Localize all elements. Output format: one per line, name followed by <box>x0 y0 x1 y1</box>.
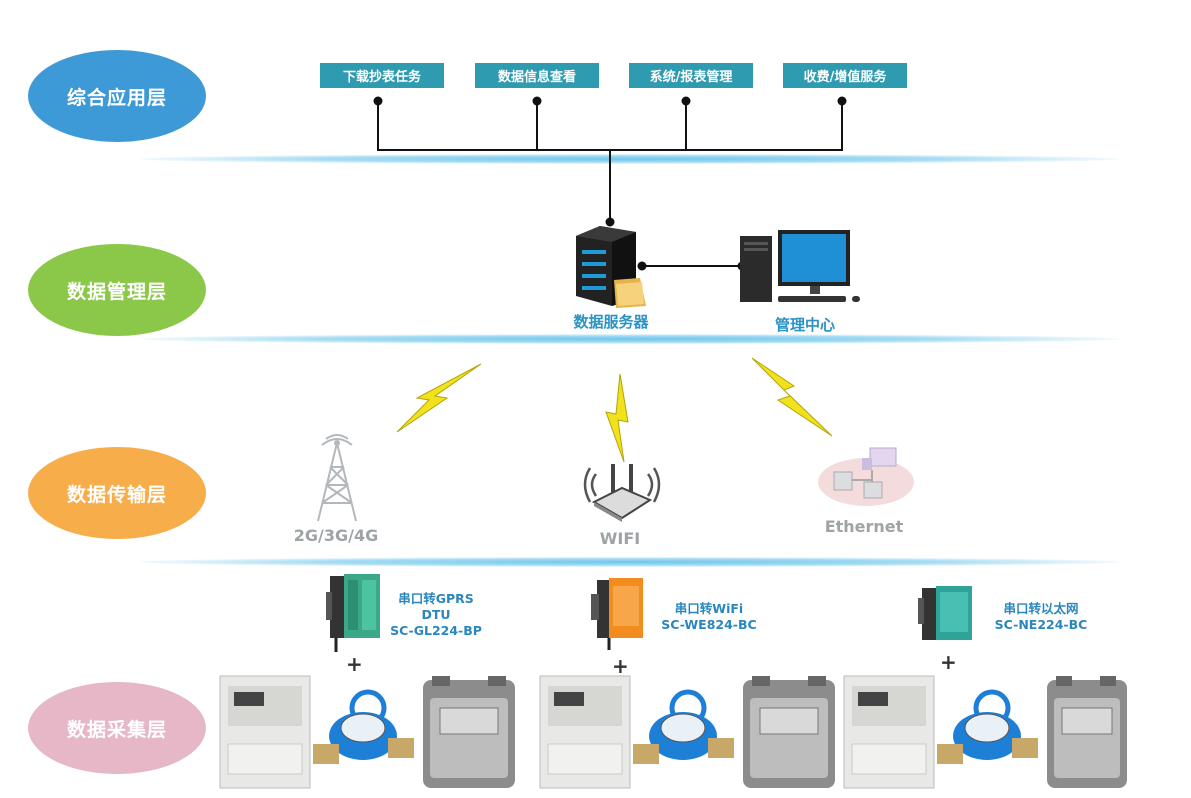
layer-separator-1 <box>140 154 1120 164</box>
app-function-report-management: 系统/报表管理 <box>629 63 753 88</box>
meter-group-2 <box>539 675 835 789</box>
lightning-icon-left <box>396 363 482 433</box>
gprs-dtu-device-icon <box>326 574 380 652</box>
ethernet-label: Ethernet <box>824 517 904 536</box>
layer-management: 数据管理层 <box>28 244 206 336</box>
app-function-billing-services: 收费/增值服务 <box>783 63 907 88</box>
device-gprs-line3: SC-GL224-BP <box>390 623 482 638</box>
device-ethernet-line2: SC-NE224-BC <box>994 617 1088 632</box>
lightning-icon-center <box>605 373 629 463</box>
meter-group-3 <box>843 675 1127 789</box>
device-gprs-line1: 串口转GPRS <box>398 591 474 606</box>
wifi-label: WIFI <box>599 529 641 548</box>
plus-sign-3: + <box>940 650 957 674</box>
management-center-label: 管理中心 <box>774 316 835 334</box>
ethernet-serial-device-icon <box>918 586 972 640</box>
server-label: 数据服务器 <box>573 313 649 331</box>
layer-separator-2 <box>140 334 1120 344</box>
device-gprs-line2: DTU <box>421 607 451 622</box>
wifi-router-icon <box>583 464 661 522</box>
device-label-wifi: 串口转WiFi SC-WE824-BC <box>654 601 764 633</box>
plus-sign-2: + <box>612 654 629 678</box>
cellular-label: 2G/3G/4G <box>293 526 379 545</box>
lightning-icon-right <box>751 357 833 437</box>
computer-icon <box>740 230 860 302</box>
layer-transmission: 数据传输层 <box>28 447 206 539</box>
device-ethernet-line1: 串口转以太网 <box>1003 601 1079 616</box>
layer-collection: 数据采集层 <box>28 682 206 774</box>
device-label-ethernet: 串口转以太网 SC-NE224-BC <box>982 601 1100 633</box>
device-wifi-line2: SC-WE824-BC <box>661 617 757 632</box>
server-icon <box>576 226 646 308</box>
app-function-download-tasks: 下载抄表任务 <box>320 63 444 88</box>
plus-sign-1: + <box>346 652 363 676</box>
meter-group-1 <box>219 675 515 789</box>
device-label-gprs: 串口转GPRS DTU SC-GL224-BP <box>384 591 488 639</box>
layer-separator-3 <box>140 557 1120 567</box>
app-function-view-data: 数据信息查看 <box>475 63 599 88</box>
layer-application: 综合应用层 <box>28 50 206 142</box>
cell-tower-icon <box>317 434 357 522</box>
ethernet-network-icon <box>818 447 914 506</box>
wifi-serial-device-icon <box>591 578 643 650</box>
device-wifi-line1: 串口转WiFi <box>674 601 744 616</box>
